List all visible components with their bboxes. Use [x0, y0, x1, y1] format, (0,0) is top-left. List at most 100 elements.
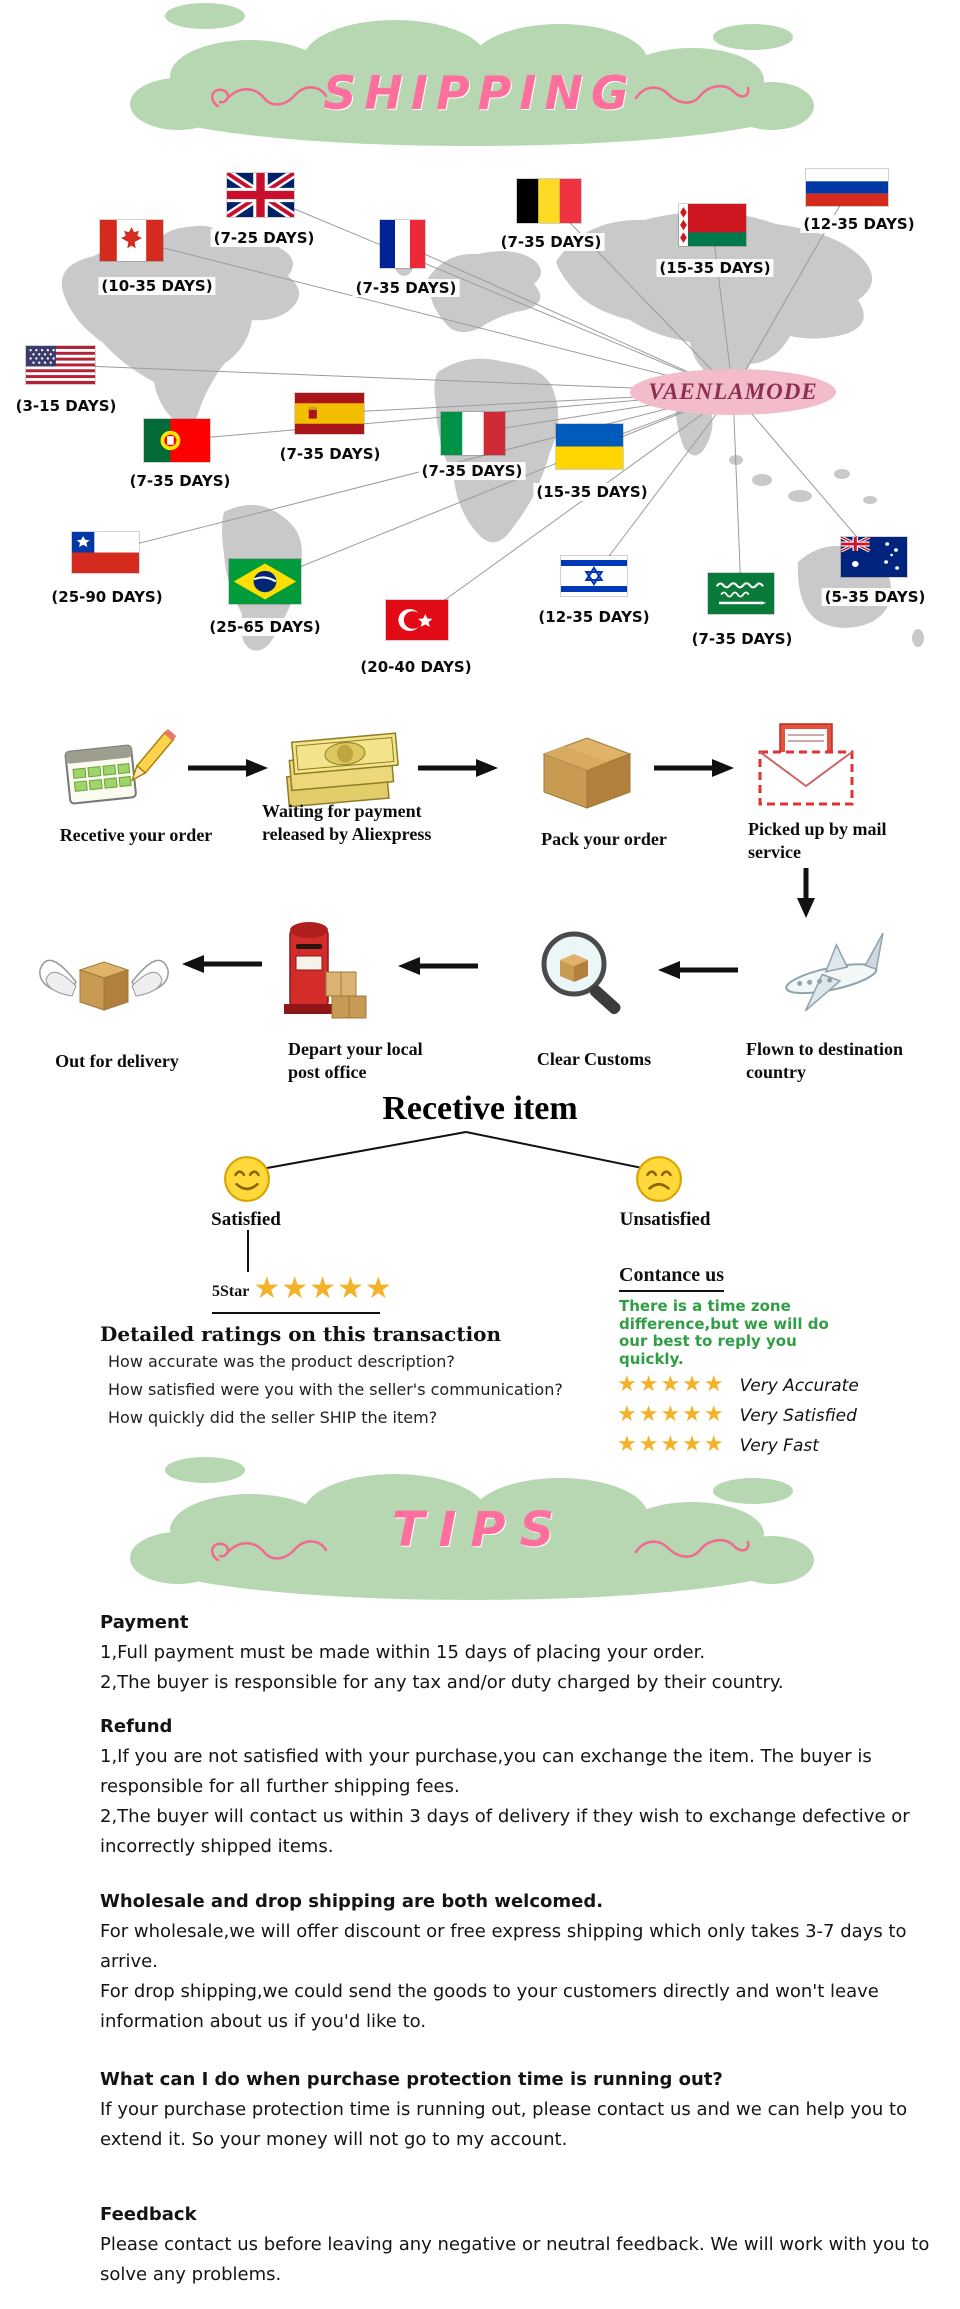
shipping-days-spain: (7-35 DAYS) [276, 445, 384, 463]
flag-belgium-icon [517, 179, 581, 223]
shipping-days-belarus: (15-35 DAYS) [656, 259, 774, 277]
star-rating: ★★★★★ [617, 1372, 726, 1397]
star-rating: ★★★★★ [617, 1402, 726, 1427]
shipping-days-saudi-arabia: (7-35 DAYS) [688, 630, 796, 648]
contact-note: There is a time zone difference,but we w… [619, 1297, 829, 1369]
shipping-days-russia: (12-35 DAYS) [800, 215, 918, 233]
step-label-waiting-payment: Waiting for payment released by Aliexpre… [262, 801, 432, 844]
rating-row-satisfied: ★★★★★ Very Satisfied [617, 1402, 857, 1427]
step-label-clear-customs: Clear Customs [536, 1049, 652, 1069]
shipping-days-italy: (7-35 DAYS) [418, 462, 526, 480]
arrow-right-icon [652, 756, 736, 780]
money-icon [282, 726, 407, 808]
arrow-down-icon [794, 866, 818, 918]
flag-belarus-icon [679, 204, 746, 246]
shipping-days-chile: (25-90 DAYS) [48, 588, 166, 606]
flag-spain-icon [295, 393, 364, 434]
step-label-pack-order: Pack your order [541, 829, 667, 849]
shipping-days-australia: (5-35 DAYS) [821, 588, 929, 606]
diverging-lines [240, 1130, 680, 1172]
tips-paragraph: If your purchase protection time is runn… [100, 2099, 908, 2150]
winged-parcel-icon [38, 936, 170, 1024]
rating-question: How satisfied were you with the seller's… [108, 1380, 563, 1399]
shipping-days-france: (7-35 DAYS) [352, 279, 460, 297]
tips-section-payment: Payment 1,Full payment must be made with… [100, 1608, 940, 1698]
arrow-right-icon [186, 756, 270, 780]
five-star-underline [212, 1312, 380, 1314]
magnifier-icon [526, 922, 643, 1025]
tips-section-protection: What can I do when purchase protection t… [100, 2065, 940, 2155]
flag-russia-icon [806, 169, 888, 206]
shipping-days-usa: (3-15 DAYS) [12, 397, 120, 415]
arrow-left-icon [656, 958, 740, 982]
tips-paragraph: 1,If you are not satisfied with your pur… [100, 1746, 872, 1797]
flag-ukraine-icon [556, 424, 623, 469]
flag-turkey-icon [386, 600, 448, 640]
step-label-out-for-delivery: Out for delivery [55, 1051, 179, 1071]
tips-heading: Refund [100, 1716, 173, 1737]
unsatisfied-smiley-icon [634, 1154, 684, 1204]
arrow-right-icon [416, 756, 500, 780]
shipping-days-portugal: (7-35 DAYS) [126, 472, 234, 490]
rating-row-accurate: ★★★★★ Very Accurate [617, 1372, 859, 1397]
arrow-left-icon [396, 954, 480, 978]
step-label-receive-order: Recetive your order [59, 825, 213, 845]
unsatisfied-label: Unsatisfied [619, 1209, 711, 1230]
flag-israel-icon [561, 556, 627, 596]
shipping-days-brazil: (25-65 DAYS) [206, 618, 324, 636]
rating-label: Very Satisfied [739, 1406, 857, 1426]
tips-paragraph: 2,The buyer will contact us within 3 day… [100, 1806, 910, 1857]
package-box-icon [532, 730, 642, 812]
shipping-days-canada: (10-35 DAYS) [98, 277, 216, 295]
flag-italy-icon [441, 412, 505, 455]
shipping-banner-title: SHIPPING [323, 66, 637, 120]
flag-portugal-icon [144, 419, 210, 462]
tips-content: Payment 1,Full payment must be made with… [100, 1608, 940, 2290]
step-label-depart-post-office: Depart your local post office [288, 1039, 423, 1082]
flag-chile-icon [72, 532, 139, 573]
star-rating: ★★★★★ [253, 1271, 393, 1306]
step-label-flown-destination: Flown to destination country [746, 1039, 904, 1082]
flag-australia-icon [841, 537, 907, 577]
five-star-label: 5Star [212, 1283, 250, 1300]
mailbox-icon [268, 916, 374, 1033]
rating-question: How quickly did the seller SHIP the item… [108, 1408, 438, 1427]
flag-united-kingdom-icon [227, 173, 294, 217]
airplane-icon [768, 920, 900, 1023]
shipping-days-israel: (12-35 DAYS) [535, 608, 653, 626]
rating-row-fast: ★★★★★ Very Fast [617, 1432, 819, 1457]
tips-paragraph: 2,The buyer is responsible for any tax a… [100, 1672, 784, 1693]
rating-question: How accurate was the product description… [108, 1352, 455, 1371]
shipping-days-belgium: (7-35 DAYS) [497, 233, 605, 251]
flag-usa-icon [26, 346, 95, 384]
tips-banner-title: TIPS [391, 1502, 569, 1558]
shipping-days-ukraine: (15-35 DAYS) [533, 483, 651, 501]
tips-paragraph: For wholesale,we will offer discount or … [100, 1921, 907, 1972]
flag-france-icon [380, 220, 425, 268]
tips-section-feedback: Feedback Please contact us before leavin… [100, 2200, 940, 2290]
tips-heading: Wholesale and drop shipping are both wel… [100, 1891, 604, 1912]
receive-item-title: Recetive item [382, 1090, 578, 1127]
step-label-picked-up: Picked up by mail service [748, 819, 887, 862]
arrow-left-icon [180, 952, 264, 976]
flag-saudi-arabia-icon [708, 573, 774, 614]
rating-label: Very Accurate [739, 1376, 859, 1396]
satisfied-connector-line [247, 1230, 249, 1272]
tips-heading: Payment [100, 1612, 189, 1633]
tips-section-wholesale: Wholesale and drop shipping are both wel… [100, 1887, 940, 2037]
tips-heading: What can I do when purchase protection t… [100, 2069, 723, 2090]
rating-label: Very Fast [739, 1436, 819, 1456]
tips-heading: Feedback [100, 2204, 197, 2225]
tips-paragraph: 1,Full payment must be made within 15 da… [100, 1642, 706, 1663]
tips-section-refund: Refund 1,If you are not satisfied with y… [100, 1712, 940, 1862]
satisfied-smiley-icon [222, 1154, 272, 1204]
detailed-ratings-title: Detailed ratings on this transaction [100, 1322, 502, 1346]
brand-name: VAENLAMODE [648, 379, 818, 404]
tips-paragraph: For drop shipping,we could send the good… [100, 1981, 879, 2032]
satisfied-label: Satisfied [211, 1209, 281, 1230]
order-notepad-icon [56, 722, 176, 814]
star-rating: ★★★★★ [617, 1432, 726, 1457]
envelope-icon [746, 718, 866, 810]
flag-brazil-icon [229, 559, 301, 604]
